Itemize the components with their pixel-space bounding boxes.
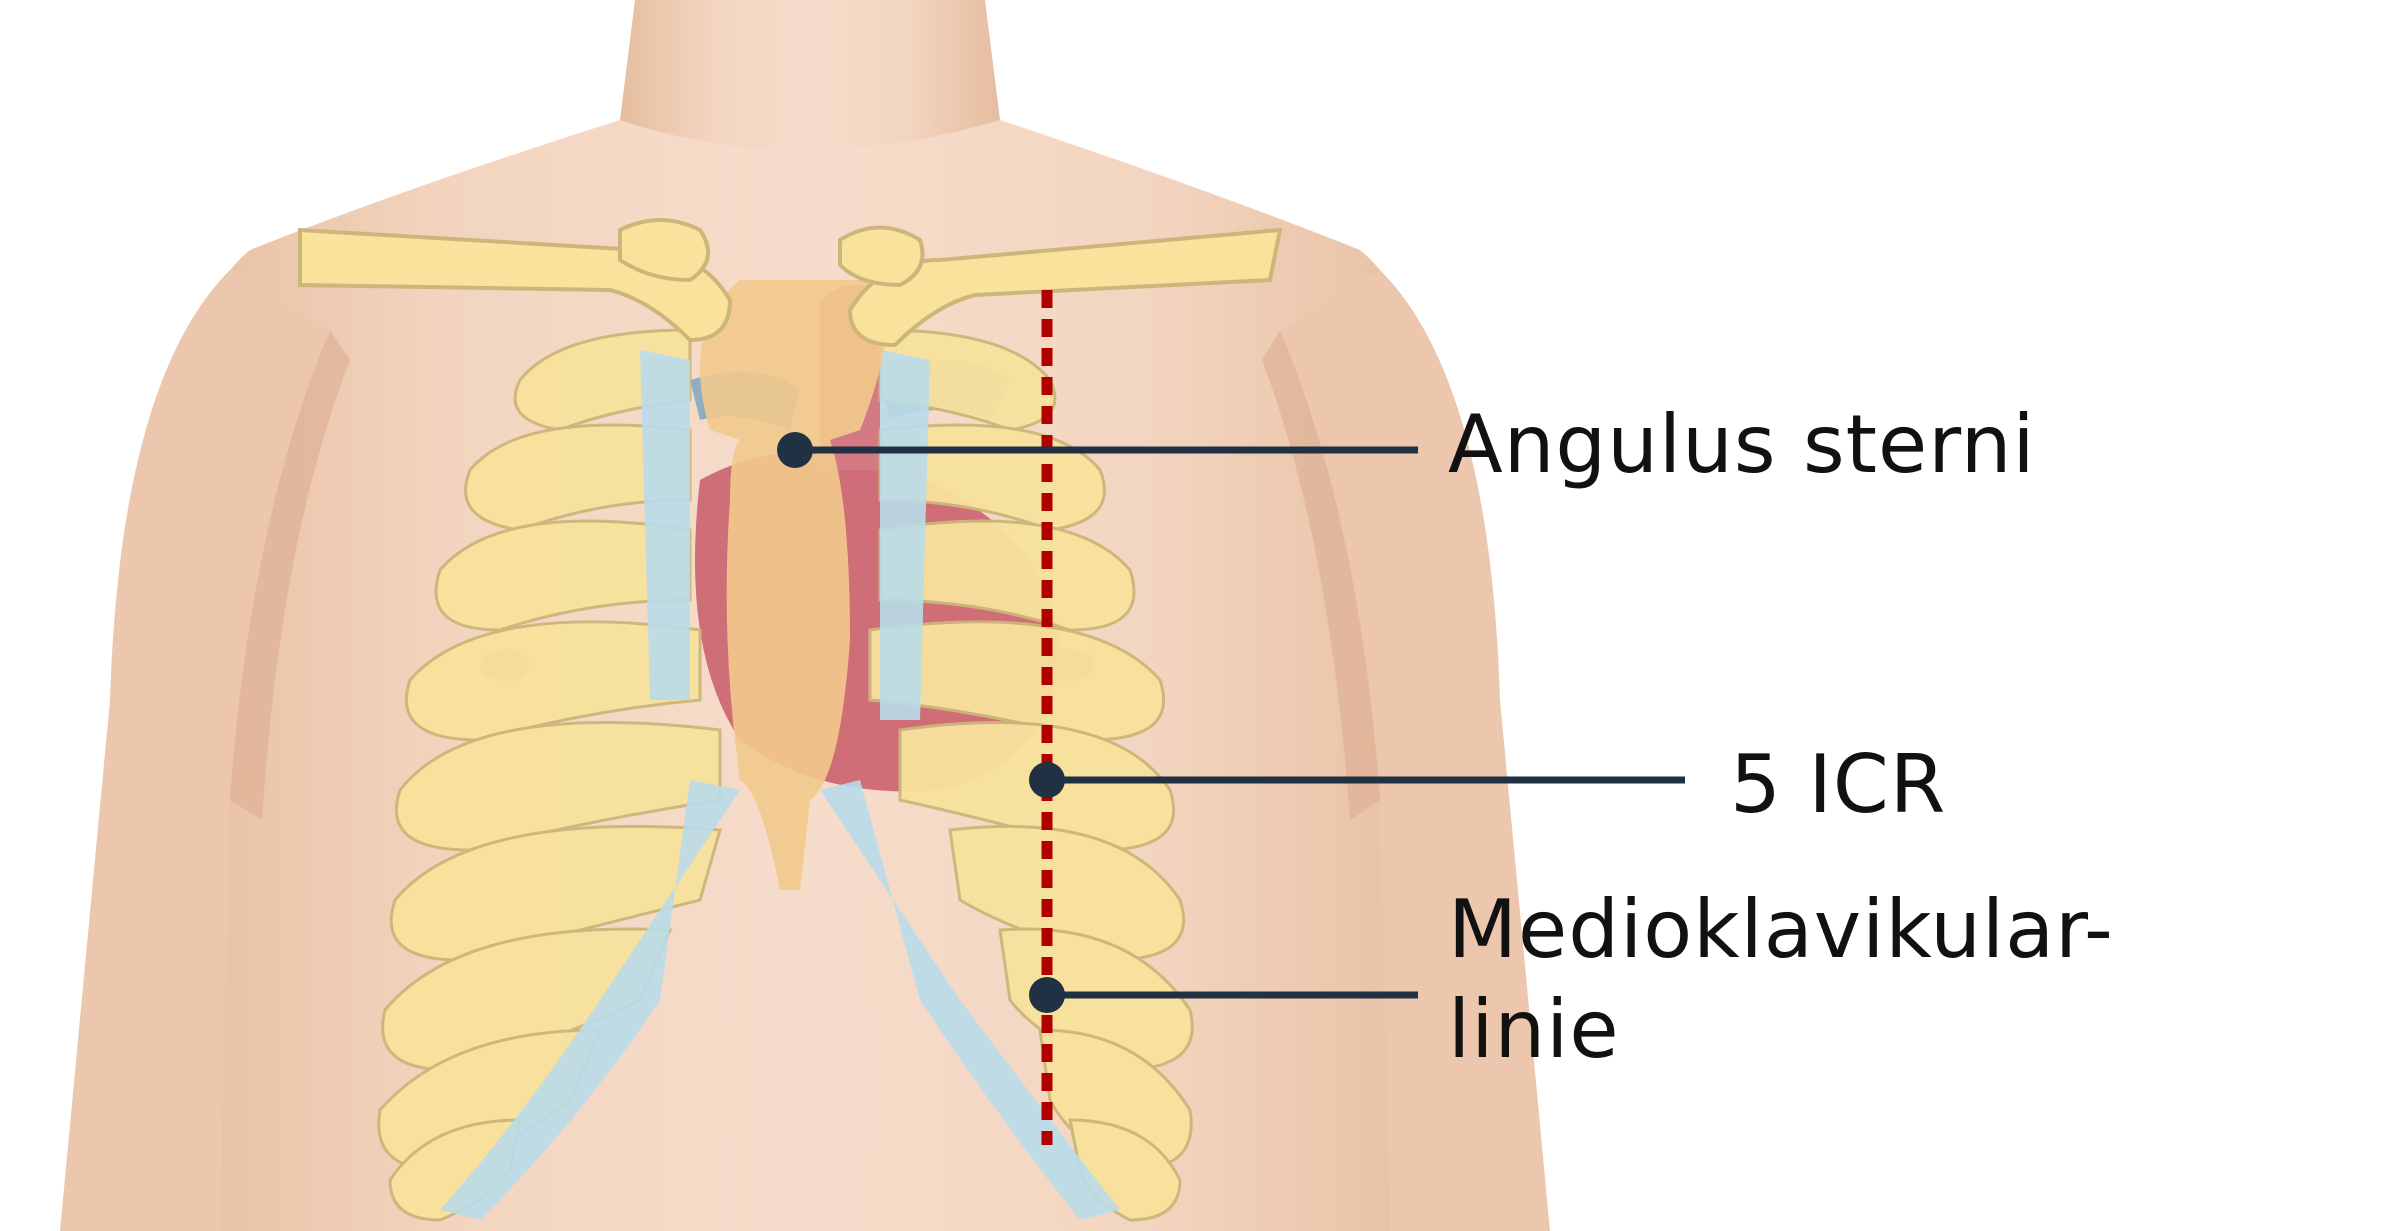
icr-marker <box>1029 762 1065 798</box>
costal-cartilage <box>440 350 1120 1220</box>
label-medioklavikular-line1: Medioklavikular- <box>1448 883 2114 976</box>
clavicles <box>298 218 1283 348</box>
callout-medioklavikularlinie <box>1029 977 1418 1013</box>
callout-angulus-sterni <box>777 432 1418 468</box>
callout-5-icr <box>1029 762 1685 798</box>
label-5-icr: 5 ICR <box>1730 738 1947 831</box>
label-angulus-sterni: Angulus sterni <box>1448 398 2036 491</box>
angulus-sterni-marker <box>777 432 813 468</box>
sternum <box>700 280 887 890</box>
label-medioklavikular-line2: linie <box>1448 983 1620 1076</box>
mcl-marker <box>1029 977 1065 1013</box>
